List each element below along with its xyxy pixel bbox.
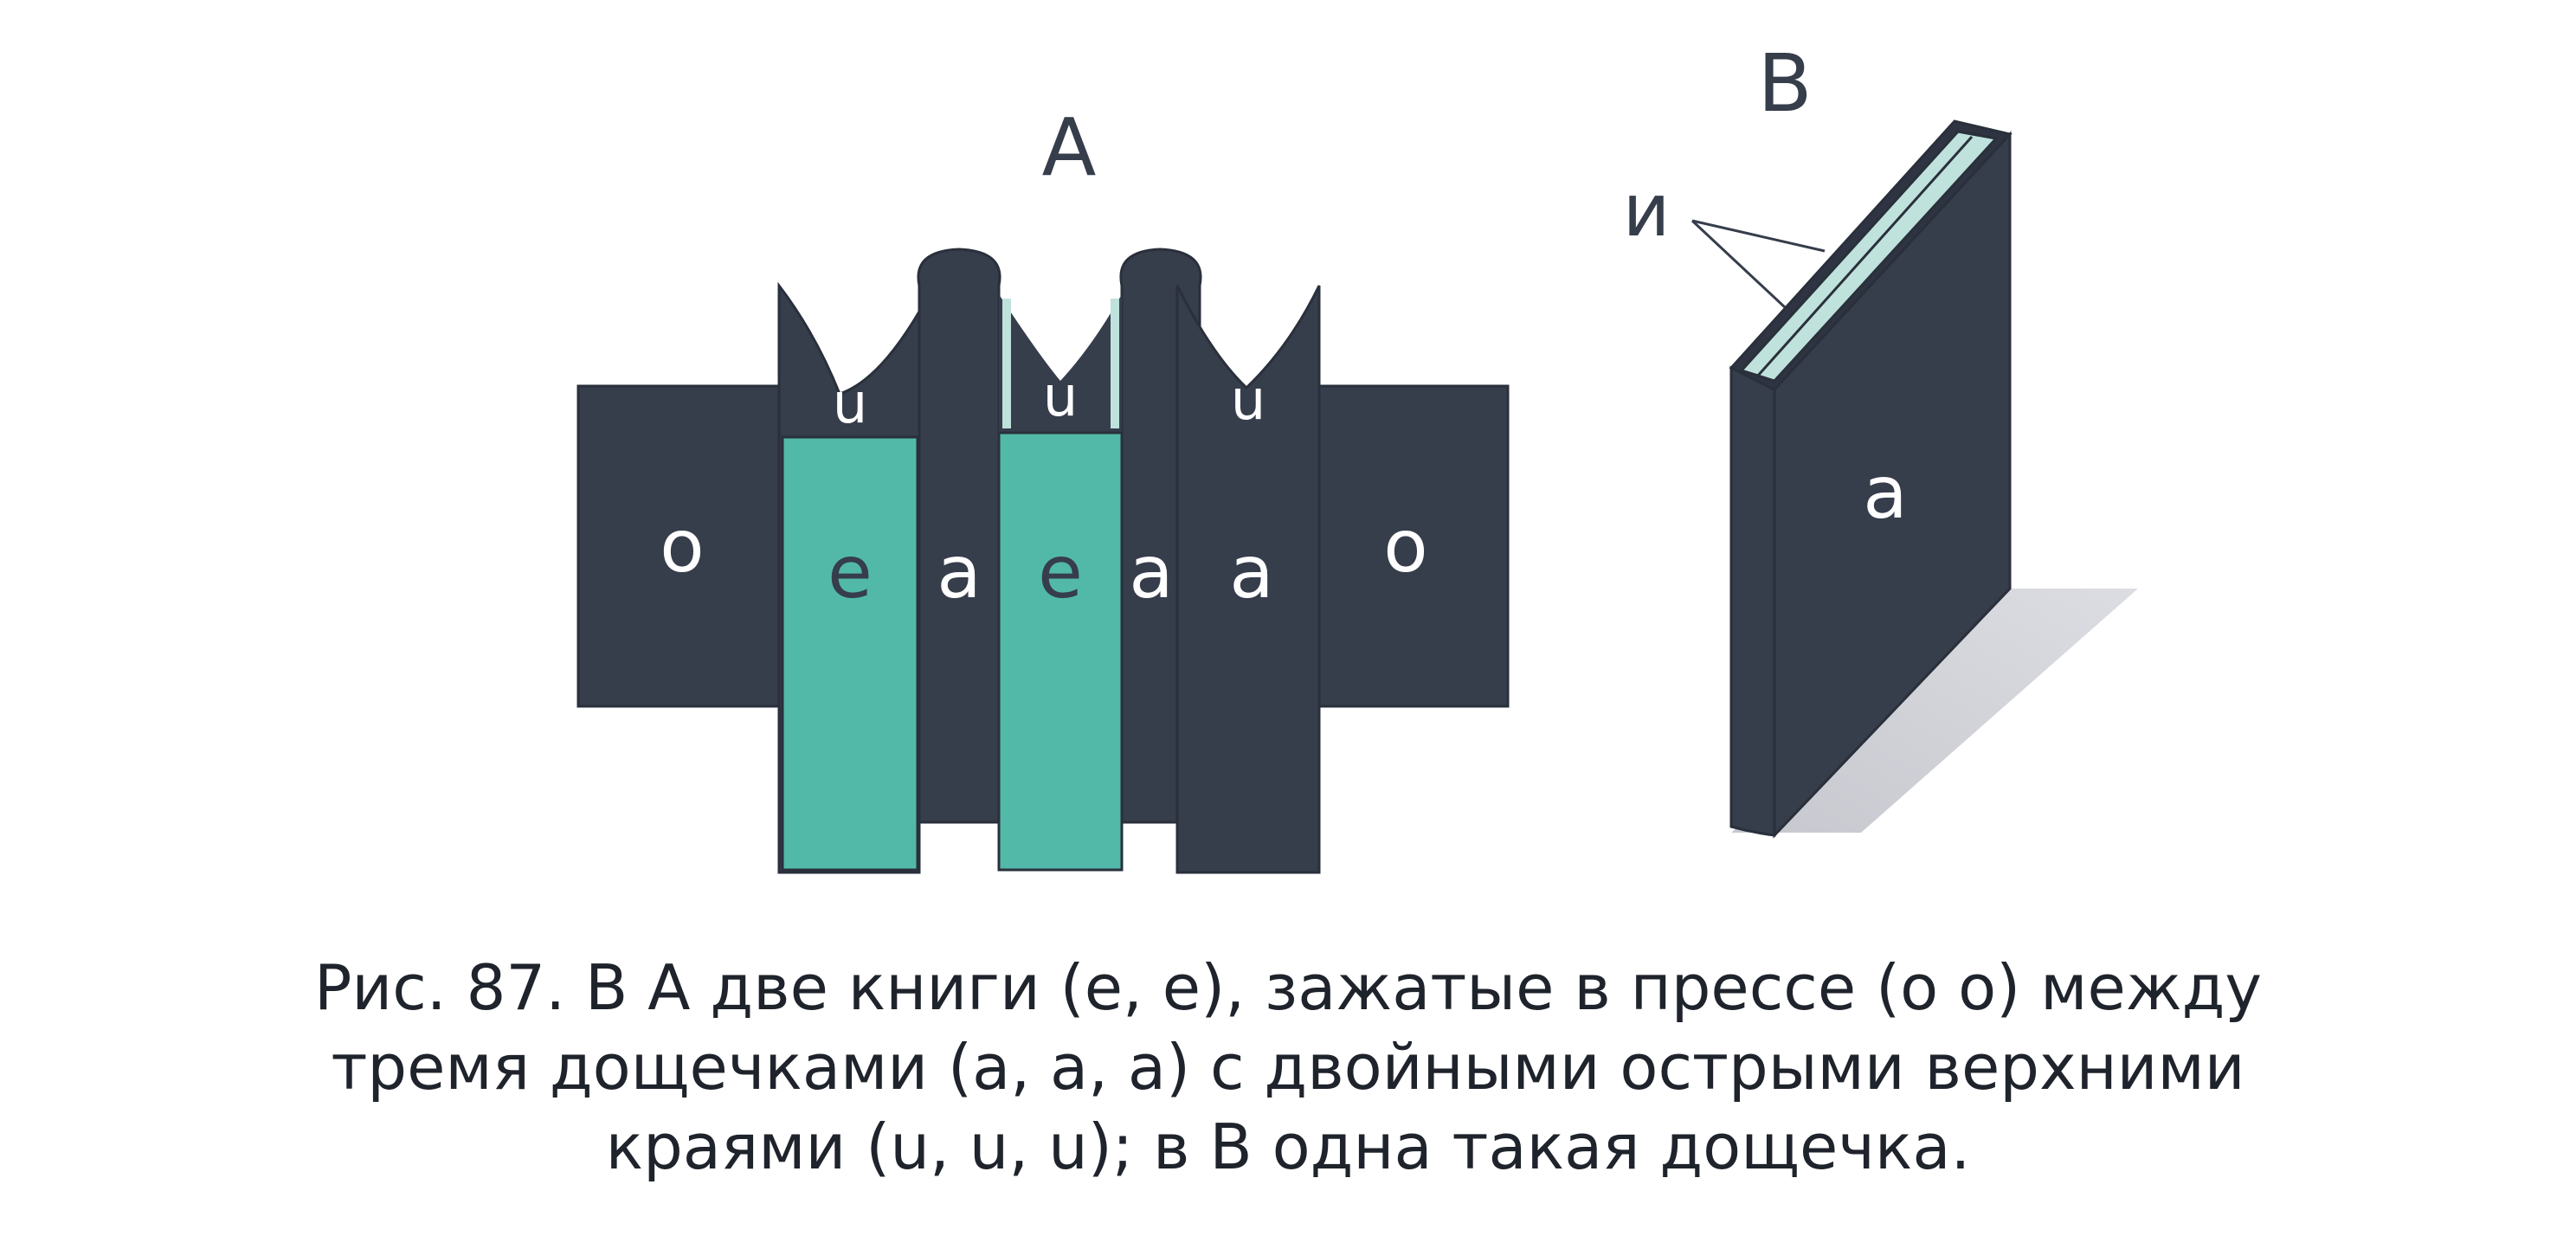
edge-label-2: u xyxy=(1043,365,1079,429)
book-label-1: е xyxy=(828,530,873,615)
press-label-left: о xyxy=(660,504,704,589)
board-4 xyxy=(1175,285,1321,874)
press-right xyxy=(1302,384,1510,708)
board-front-face xyxy=(1729,365,1776,837)
middle-edge-highlight-2 xyxy=(1111,299,1119,428)
book-2 xyxy=(997,431,1124,872)
edges-callout-label: и xyxy=(1623,168,1671,253)
panel-b: В и u а xyxy=(1623,37,2138,839)
middle-edge-notch xyxy=(999,294,1122,433)
board-label-1: а xyxy=(937,530,981,615)
book-1 xyxy=(781,435,919,872)
caption-line-3: краями (u, u, u); в В одна такая дощечка… xyxy=(605,1110,1971,1183)
callout-line-2 xyxy=(1690,219,1787,309)
figure-caption: Рис. 87. В А две книги (е, е), зажатые в… xyxy=(104,948,2472,1187)
edge-label-b: u xyxy=(1679,393,1715,457)
edge-label-1: u xyxy=(833,372,868,436)
callout-line-1 xyxy=(1691,219,1826,253)
press-left xyxy=(576,384,788,708)
board-label-b: а xyxy=(1863,450,1907,535)
caption-line-1: Рис. 87. В А две книги (е, е), зажатые в… xyxy=(314,951,2262,1024)
board-edge-groove-line xyxy=(1755,135,1974,378)
caption-line-2: тремя дощечками (а, а, а) с двойными ост… xyxy=(331,1031,2245,1104)
panel-a: А u u u о о е е а а а xyxy=(576,101,1510,874)
edge-label-3: u xyxy=(1231,369,1266,433)
board-edge-groove xyxy=(1739,130,1999,383)
board-2 xyxy=(917,248,1001,824)
press-label-right: о xyxy=(1383,504,1427,589)
book-label-2: е xyxy=(1038,530,1083,615)
middle-edge-highlight xyxy=(1002,299,1011,428)
board-label-3: а xyxy=(1229,530,1273,615)
board-label-2: а xyxy=(1129,530,1173,615)
panel-b-label: В xyxy=(1757,37,1812,130)
panel-a-label: А xyxy=(1042,101,1097,194)
